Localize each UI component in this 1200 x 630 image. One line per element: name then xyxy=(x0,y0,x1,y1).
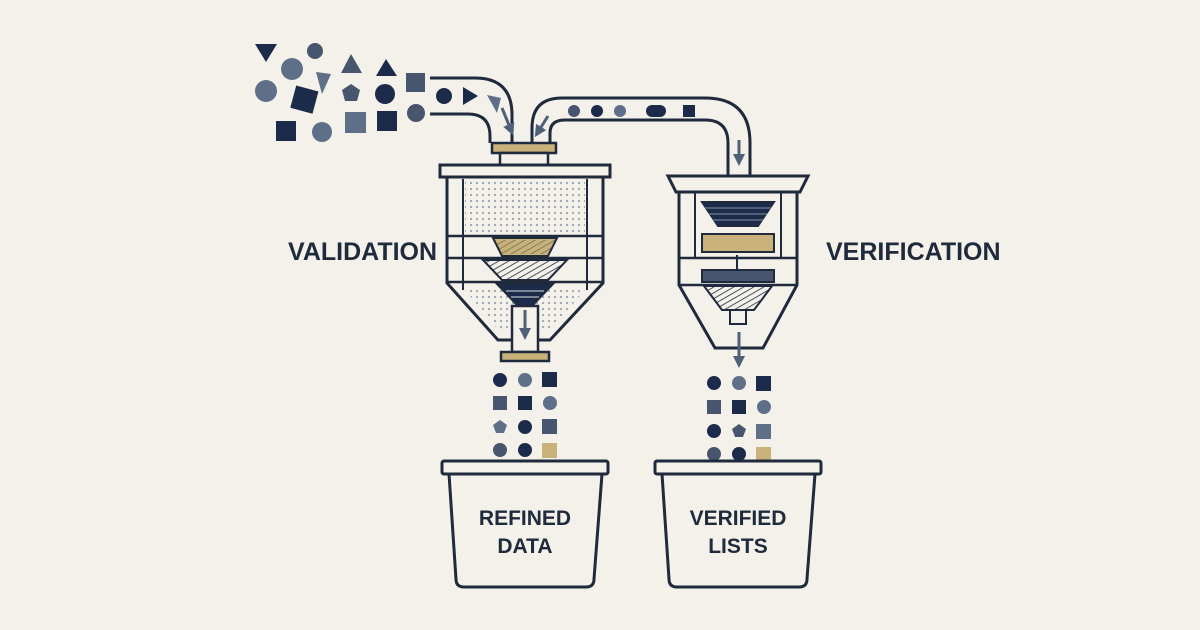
inlet-arrow-icon xyxy=(500,107,515,136)
refined-data-bin: REFINED DATA xyxy=(440,459,610,589)
transfer-arrow-icon xyxy=(534,115,550,138)
bin-label-line1: VERIFIED xyxy=(690,507,787,530)
input-particles-icon xyxy=(255,43,501,142)
verification-label: VERIFICATION xyxy=(826,238,1001,266)
validation-label: VALIDATION xyxy=(288,238,437,266)
connector-pipe xyxy=(530,96,752,195)
bin-label-line1: REFINED xyxy=(479,507,571,530)
inlet-pipe xyxy=(430,76,514,143)
refined-particles-icon xyxy=(493,372,557,458)
verified-lists-bin: VERIFIED LISTS xyxy=(653,459,823,589)
verified-particles-icon xyxy=(707,376,771,462)
bin-label-line2: DATA xyxy=(497,535,552,558)
bin-label-line2: LISTS xyxy=(708,535,768,558)
connector-particles xyxy=(568,105,695,117)
validation-filter-hopper-icon xyxy=(438,141,612,363)
verification-filter-press-icon xyxy=(665,174,811,350)
